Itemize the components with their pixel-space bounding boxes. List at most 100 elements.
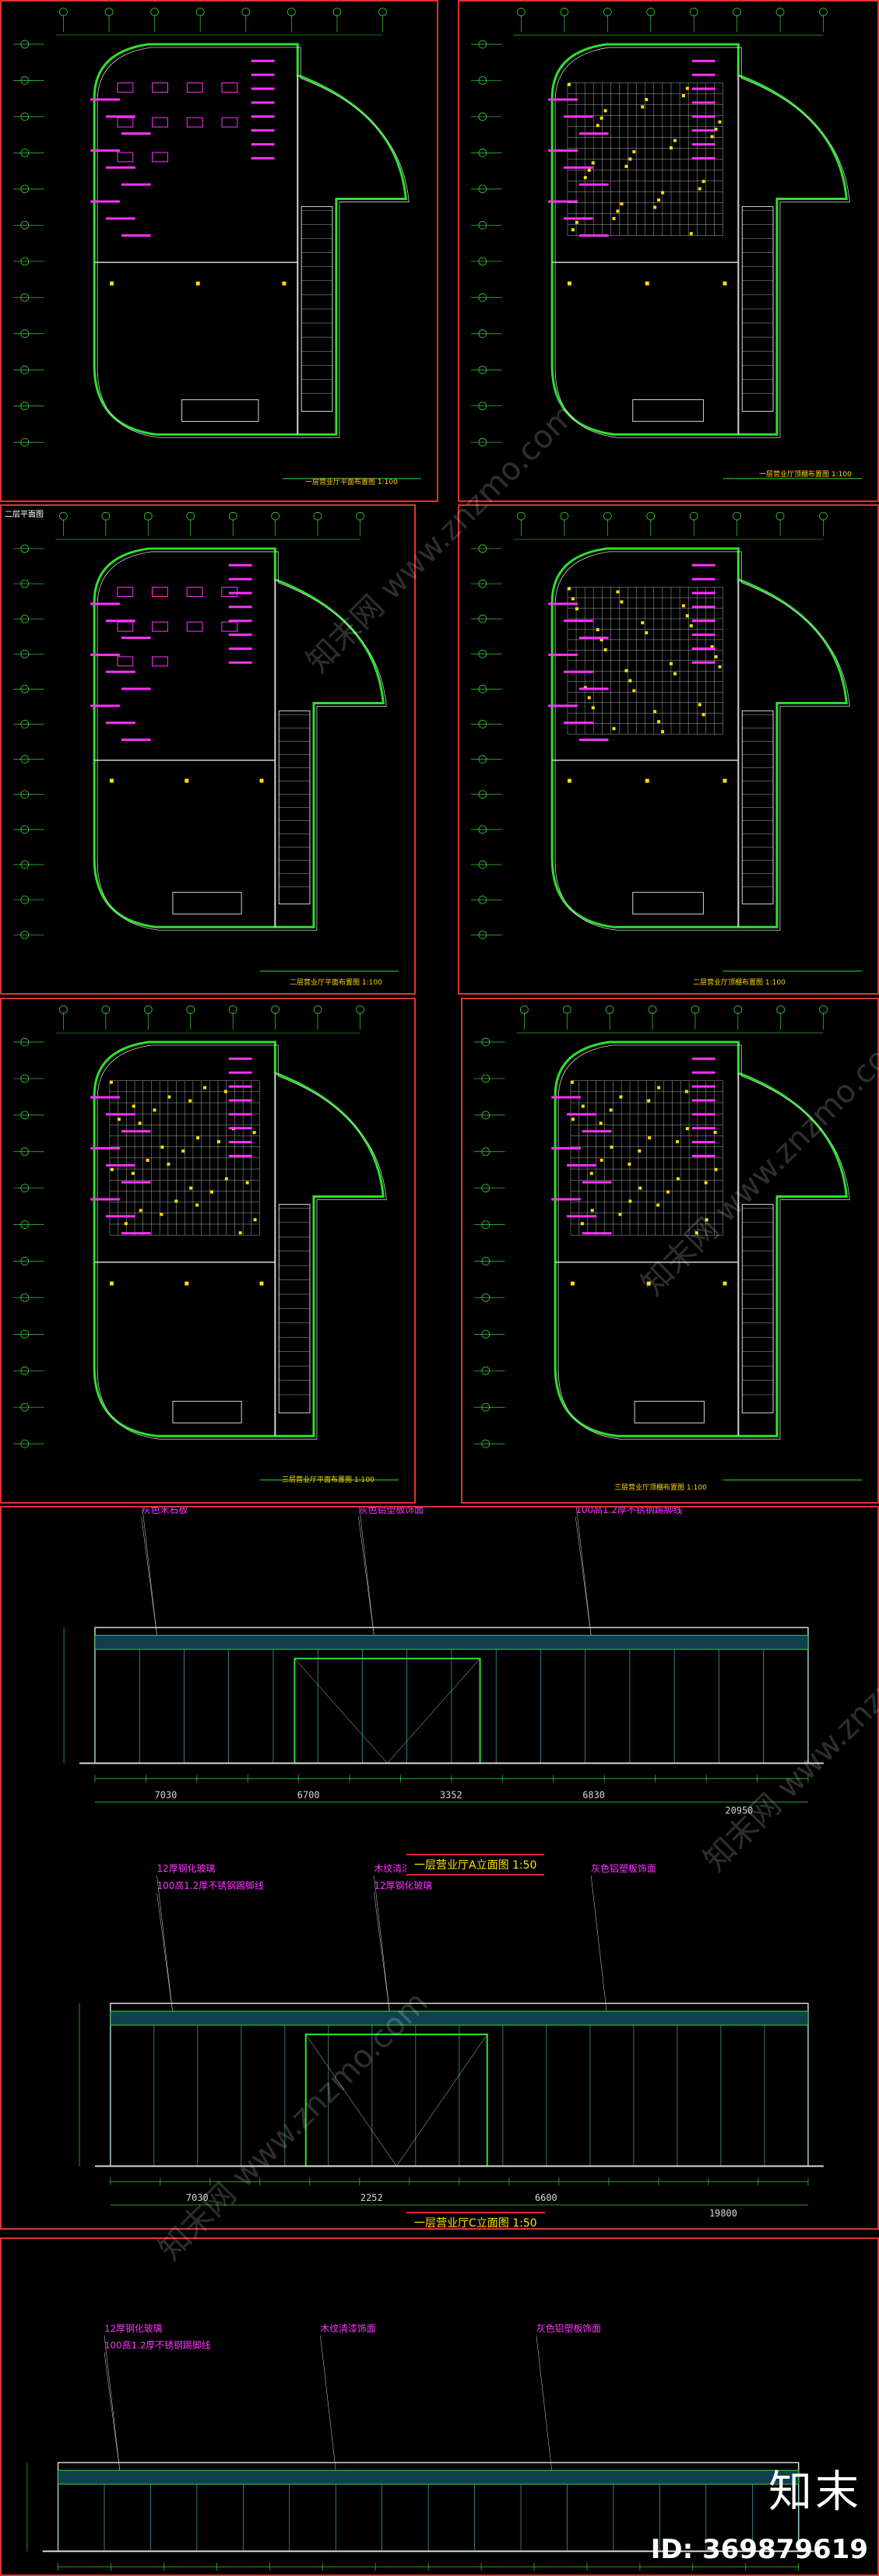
callout-text-bar bbox=[228, 1154, 252, 1157]
furniture-desk bbox=[221, 621, 238, 632]
plan-drawing-1 bbox=[12, 7, 422, 479]
plan-drawing-4 bbox=[470, 511, 863, 972]
callout-text-bar bbox=[90, 1198, 120, 1201]
axis-bubble bbox=[478, 220, 487, 230]
axis-bubble bbox=[20, 1037, 30, 1047]
light-fixture bbox=[632, 689, 636, 693]
axis-bubble bbox=[20, 614, 30, 623]
furniture-desk bbox=[152, 587, 168, 597]
axis-bubble bbox=[241, 7, 251, 16]
axis-bubble bbox=[478, 685, 487, 693]
dimension-text: 6830 bbox=[582, 1789, 605, 1800]
elevation-sheet-1: 12厚钢化玻璃12厚钢化玻璃木纹清漆饰面灰色米石板灰色铝塑板饰面100高1.2厚… bbox=[0, 1506, 879, 2230]
light-fixture bbox=[109, 1080, 113, 1084]
column-marker bbox=[110, 281, 114, 286]
light-fixture bbox=[599, 1121, 603, 1125]
axis-bubble bbox=[20, 895, 30, 904]
dimension-text: 7030 bbox=[186, 2192, 209, 2203]
furniture-desk bbox=[186, 117, 203, 128]
column-marker bbox=[109, 778, 114, 783]
callout-text-bar bbox=[228, 1099, 252, 1102]
callout-text-bar bbox=[578, 234, 609, 237]
light-fixture bbox=[581, 1104, 585, 1108]
axis-bubble bbox=[520, 1005, 529, 1014]
axis-bubble bbox=[20, 220, 30, 230]
dimension-text: 19800 bbox=[709, 2208, 737, 2219]
callout-text-bar bbox=[548, 602, 578, 605]
axis-bubble bbox=[733, 1005, 743, 1014]
axis-bubble bbox=[605, 1005, 614, 1014]
light-fixture bbox=[675, 1140, 679, 1144]
axis-bubble bbox=[481, 1257, 490, 1265]
light-fixture bbox=[619, 1095, 623, 1099]
axis-bubble bbox=[20, 685, 30, 693]
counter-block bbox=[181, 399, 259, 422]
column-marker bbox=[570, 1281, 575, 1286]
light-fixture bbox=[252, 1131, 256, 1135]
axis-bubble bbox=[478, 649, 487, 658]
light-fixture bbox=[146, 1158, 149, 1162]
door-swing bbox=[294, 1658, 388, 1764]
light-fixture bbox=[710, 644, 714, 648]
leader-line bbox=[536, 2335, 552, 2471]
plan-drawing-3 bbox=[12, 511, 399, 972]
callout-text-bar bbox=[228, 661, 252, 664]
column-marker bbox=[723, 778, 727, 783]
axis-bubble bbox=[20, 755, 30, 763]
light-fixture bbox=[591, 161, 595, 165]
axis-bubble bbox=[150, 7, 159, 16]
leader-line bbox=[156, 1892, 173, 2012]
axis-bubble bbox=[562, 1005, 571, 1014]
furniture-desk bbox=[152, 82, 168, 93]
light-fixture bbox=[174, 1199, 178, 1203]
light-fixture bbox=[705, 1218, 708, 1222]
plan-sheet-5: 三层营业厅平面布置图 1:100 bbox=[0, 998, 416, 1504]
light-fixture bbox=[714, 1167, 718, 1171]
light-fixture bbox=[701, 180, 705, 184]
axis-bubble bbox=[517, 7, 526, 16]
axis-bubble bbox=[775, 7, 785, 16]
counter-block bbox=[632, 892, 704, 914]
axis-bubble bbox=[20, 790, 30, 799]
stair-core bbox=[741, 205, 774, 412]
callout-text-bar bbox=[551, 1096, 581, 1099]
callout-text-bar bbox=[251, 87, 275, 90]
axis-bubble bbox=[287, 7, 296, 16]
callout-text-bar bbox=[90, 149, 120, 152]
light-fixture bbox=[645, 631, 649, 635]
light-fixture bbox=[638, 1149, 642, 1153]
callout-text-bar bbox=[90, 1096, 120, 1099]
axis-bubble bbox=[481, 1184, 490, 1193]
axis-bubble bbox=[478, 825, 487, 834]
light-fixture bbox=[599, 116, 603, 120]
plan-title-2: 一层营业厅顶棚布置图 1:100 bbox=[759, 471, 852, 479]
furniture-desk bbox=[186, 82, 203, 93]
axis-bubble bbox=[143, 1005, 153, 1014]
light-fixture bbox=[713, 1131, 717, 1135]
leader-line bbox=[374, 1892, 390, 2012]
furniture-desk bbox=[117, 587, 134, 597]
facade-band bbox=[58, 2469, 800, 2485]
plan-drawing-2 bbox=[470, 7, 863, 479]
light-fixture bbox=[110, 1167, 114, 1171]
elevation-drawing-1: 12厚钢化玻璃12厚钢化玻璃木纹清漆饰面灰色米石板灰色铝塑板饰面100高1.2厚… bbox=[63, 1507, 824, 2219]
light-fixture bbox=[673, 139, 677, 142]
plan-sheet-1: 一层营业厅平面布置图 1:100 bbox=[0, 0, 438, 502]
leader-line bbox=[156, 1875, 173, 2012]
callout-text-bar bbox=[106, 217, 135, 220]
callout-text-bar bbox=[90, 653, 120, 656]
callout-text-bar bbox=[691, 1141, 716, 1144]
elevation-note: 100高1.2厚不锈钢踢脚线 bbox=[104, 2340, 211, 2351]
light-fixture bbox=[641, 105, 645, 109]
axis-bubble bbox=[603, 7, 612, 16]
axis-bubble bbox=[478, 112, 487, 121]
column-marker bbox=[109, 1281, 114, 1286]
callout-text-bar bbox=[578, 183, 609, 186]
callout-text-bar bbox=[548, 200, 578, 203]
axis-bubble bbox=[819, 1005, 828, 1014]
building-outline bbox=[93, 43, 407, 436]
furniture-desk bbox=[117, 656, 134, 667]
light-fixture bbox=[603, 648, 607, 651]
callout-text-bar bbox=[105, 619, 135, 623]
column-marker bbox=[259, 778, 264, 783]
